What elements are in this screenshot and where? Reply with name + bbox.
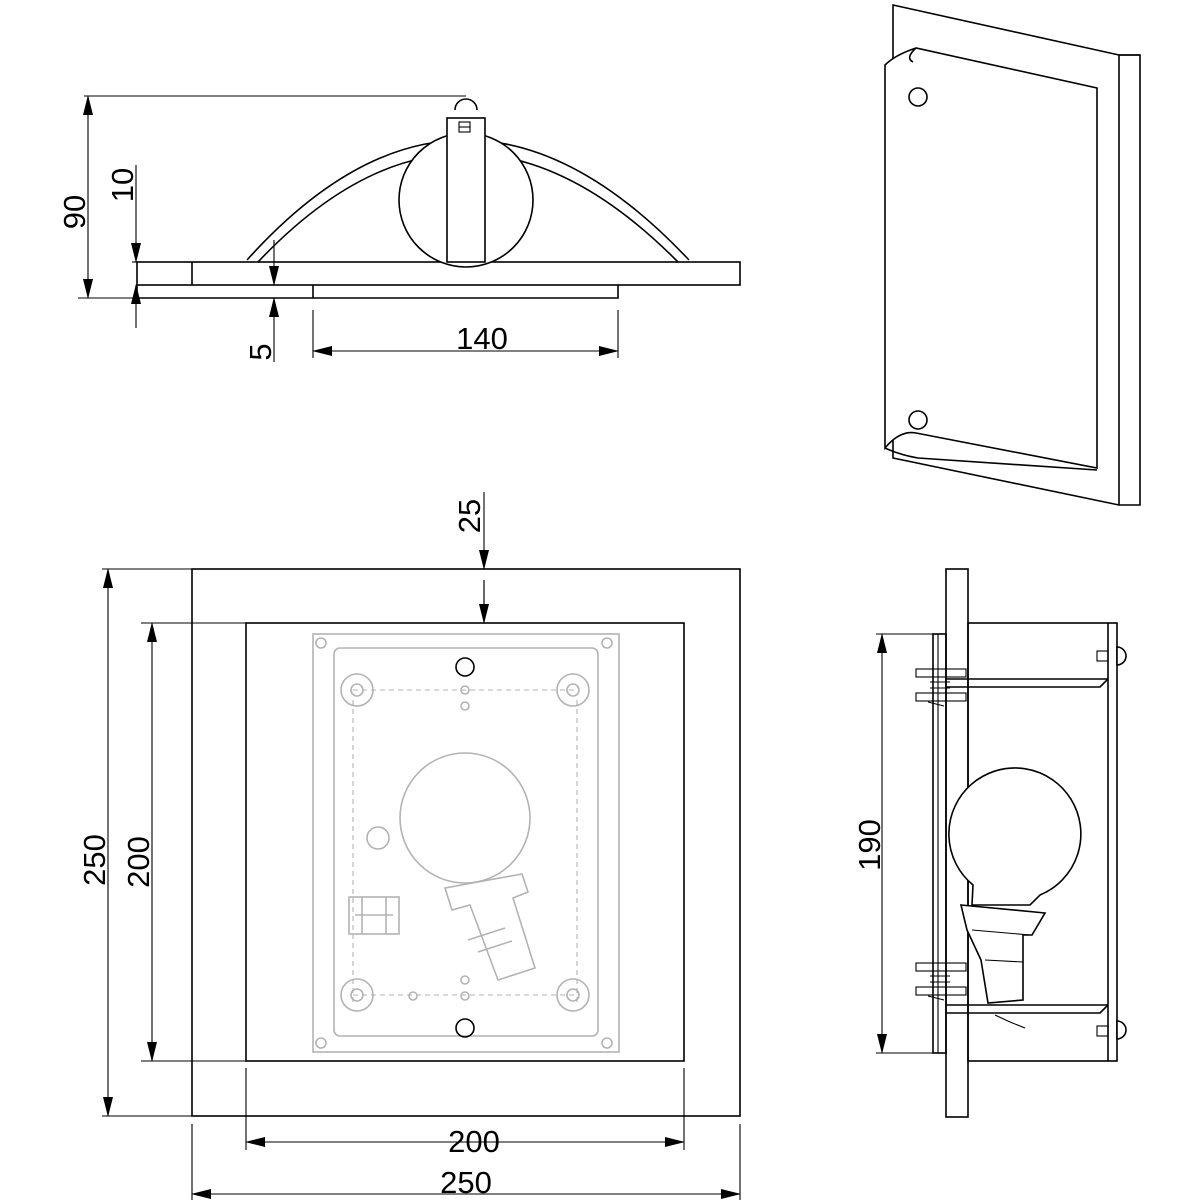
profile-view: 190 [852,568,1127,1118]
profile-bracket-top [946,678,1109,688]
dim-front-top-margin: 25 [452,499,487,533]
hole-bottom-3d [908,410,928,430]
profile-mount-box [932,633,947,1054]
mount-plate [136,285,619,299]
dim-front-outer-height: 250 [77,834,112,886]
perspective-view [884,4,1141,506]
dim-side-total-height: 90 [57,195,92,229]
dim-side-offset: 5 [243,343,278,360]
dim-front-inner-height: 200 [121,836,156,888]
dim-side-plate-thickness: 10 [105,168,140,202]
profile-bulb [948,767,1082,906]
glass-panel-3d [884,47,1098,469]
front-inner-glass [245,622,685,1062]
profile-bracket-bottom [946,1004,1109,1014]
base-plate [136,261,741,286]
profile-knob-bottom [1116,1020,1127,1040]
front-view: 25 250 200 200 250 [77,492,741,1200]
dim-front-inner-width: 200 [448,1124,500,1159]
socket-post [446,117,486,263]
top-view: 90 10 5 140 [57,95,741,362]
front-hole-top [455,657,475,677]
front-hole-bottom [455,1018,475,1038]
profile-knob-top [1116,646,1127,666]
profile-socket [959,904,1047,1004]
dim-front-outer-width: 250 [440,1165,492,1200]
front-outer-plate [191,568,741,1117]
dim-profile-height: 190 [852,819,887,871]
hole-top-3d [908,87,928,107]
hidden-mount-detail [312,633,620,1053]
dim-side-width: 140 [456,321,508,356]
top-knob [454,98,478,111]
